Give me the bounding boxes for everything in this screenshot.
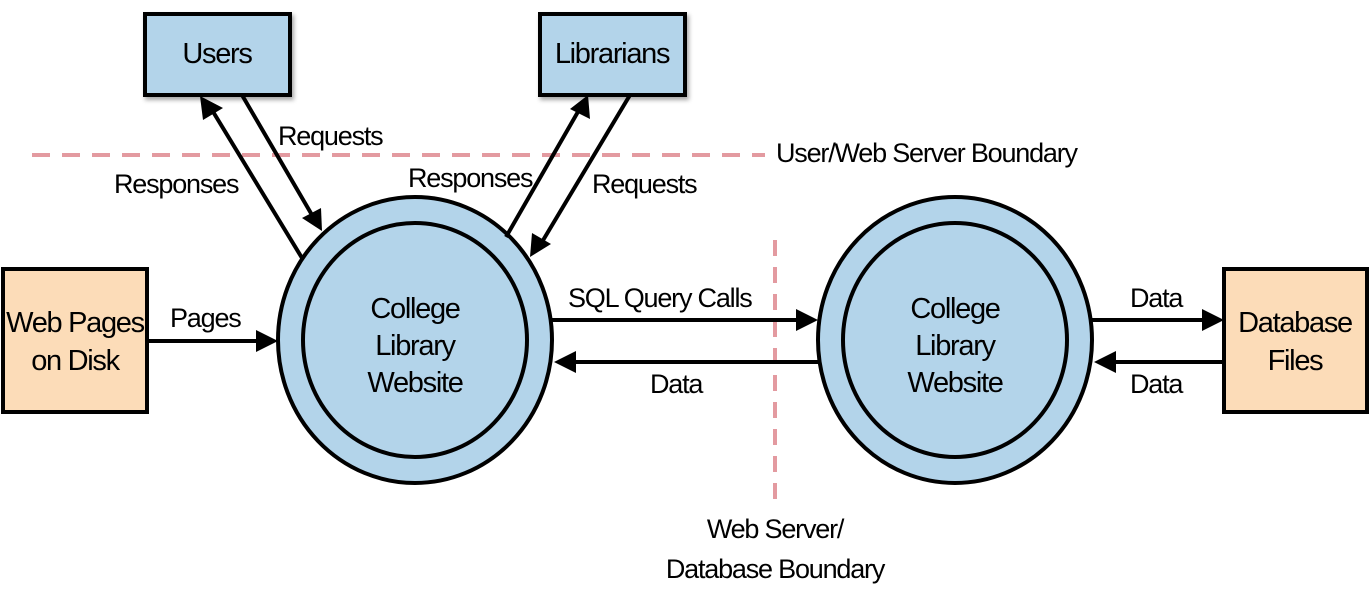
- librarians-requests-label: Requests: [592, 169, 697, 199]
- data-to-files-label: Data: [1130, 283, 1184, 313]
- database-process-line2: Library: [915, 330, 996, 362]
- data-back-label: Data: [650, 369, 704, 399]
- arrowhead-icon: [256, 330, 278, 352]
- database-process-line3: Website: [907, 367, 1002, 399]
- sql-query-calls-flow: [552, 309, 818, 331]
- users-responses-flow: [200, 96, 304, 260]
- pages-label: Pages: [170, 303, 241, 333]
- database-files-entity: Database Files: [1222, 267, 1369, 414]
- web-pages-entity: Web Pages on Disk: [1, 267, 149, 414]
- web-server-process-line3: Website: [367, 367, 462, 399]
- users-requests-label: Requests: [278, 121, 383, 151]
- sql-query-calls-label: SQL Query Calls: [568, 283, 752, 313]
- user-web-boundary-label: User/Web Server Boundary: [776, 138, 1079, 168]
- arrowhead-icon: [1094, 351, 1116, 373]
- web-db-boundary-label-line2: Database Boundary: [666, 554, 886, 584]
- database-files-label-line1: Database: [1238, 307, 1352, 339]
- data-to-files-flow: [1092, 309, 1224, 331]
- librarians-responses-label: Responses: [408, 163, 533, 193]
- arrowhead-icon: [200, 96, 223, 120]
- users-label: Users: [182, 38, 252, 70]
- web-server-process-line2: Library: [375, 330, 456, 362]
- web-server-process-line1: College: [370, 293, 459, 325]
- web-db-boundary-label-line1: Web Server/: [707, 514, 845, 544]
- arrowhead-icon: [554, 351, 576, 373]
- web-server-process: College Library Website: [276, 195, 554, 485]
- arrowhead-icon: [302, 208, 322, 231]
- arrowhead-icon: [1202, 309, 1224, 331]
- web-pages-label-line1: Web Pages: [6, 307, 144, 339]
- users-responses-label: Responses: [114, 169, 239, 199]
- librarians-label: Librarians: [555, 38, 670, 70]
- data-from-files-flow: [1094, 351, 1224, 373]
- librarians-responses-flow: [504, 95, 590, 238]
- users-entity: Users: [143, 12, 292, 97]
- librarians-requests-flow: [530, 93, 632, 257]
- database-process: College Library Website: [816, 195, 1094, 485]
- arrowhead-icon: [530, 233, 551, 257]
- arrowhead-icon: [796, 309, 818, 331]
- arrowhead-icon: [570, 95, 590, 119]
- users-requests-flow: [240, 93, 322, 231]
- data-back-flow: [554, 351, 818, 373]
- database-process-line1: College: [910, 293, 999, 325]
- librarians-entity: Librarians: [538, 12, 687, 97]
- pages-flow: [147, 330, 278, 352]
- data-from-files-label: Data: [1130, 369, 1184, 399]
- database-files-label-line2: Files: [1268, 345, 1324, 377]
- web-pages-label-line2: on Disk: [31, 345, 120, 377]
